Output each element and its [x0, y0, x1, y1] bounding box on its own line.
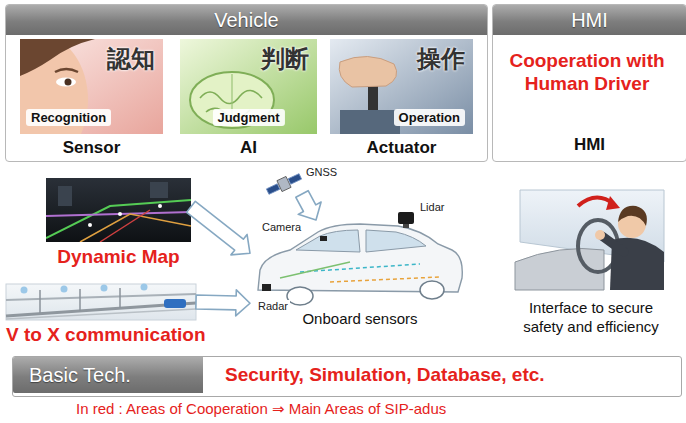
- hmi-illustration: Interface to secure safety and efficienc…: [500, 184, 682, 344]
- driver-picture: [515, 190, 664, 290]
- section-tab: Basic Tech.: [13, 357, 203, 393]
- component-name: HMI: [493, 135, 686, 155]
- map-picture: [46, 178, 191, 242]
- caption-text: Interface to secure safety and efficienc…: [508, 298, 674, 336]
- v2x-picture: [6, 284, 196, 321]
- kanji-label: 判断: [261, 43, 309, 75]
- part-label: Lidar: [418, 201, 446, 213]
- flow-arrow: [196, 290, 250, 316]
- area-label: V to X communication: [6, 324, 206, 346]
- panel-header: Vehicle: [6, 5, 487, 35]
- face-photo: [0, 36, 163, 164]
- brain-photo: [180, 39, 317, 134]
- recognition-tile: 認知 RecognitionSensor: [20, 39, 163, 159]
- kanji-label: 操作: [417, 43, 465, 75]
- part-label: Radar: [256, 300, 290, 312]
- vehicle-panel: Vehicle 認知 RecognitionSensor 判断 JudgmentAI 操作…: [5, 4, 488, 162]
- caption-text: Onboard sensors: [250, 310, 470, 327]
- footnote: In red : Areas of Cooperation ⇒ Main Are…: [76, 400, 446, 418]
- satellite-icon: GNSS: [262, 166, 342, 194]
- operation-tile: 操作 OperationActuator: [330, 39, 473, 159]
- basic-tech-bar: Basic Tech. Security, Simulation, Databas…: [12, 356, 682, 397]
- component-name: Actuator: [330, 138, 473, 158]
- component-name: Sensor: [20, 138, 163, 158]
- component-name: AI: [180, 138, 317, 158]
- kanji-label: 認知: [107, 43, 155, 75]
- vehicle-illustration: Onboard sensors: [250, 220, 470, 331]
- area-label: Dynamic Map: [46, 246, 191, 268]
- sensor-label: GNSS: [306, 166, 337, 178]
- hmi-panel: HMICooperation with Human DriverHMI: [492, 4, 686, 162]
- function-tag: Judgment: [212, 109, 284, 126]
- car-picture: [258, 212, 462, 305]
- cooperation-text: Cooperation with Human Driver: [505, 49, 669, 95]
- flow-arrow: [296, 191, 321, 220]
- panel-header: HMI: [493, 5, 686, 35]
- function-tag: Recognition: [26, 109, 111, 126]
- part-label: Camera: [260, 221, 303, 233]
- flow-arrow: [187, 201, 250, 255]
- area-label: Security, Simulation, Database, etc.: [225, 357, 545, 393]
- v2x-tile: V to X communication: [6, 284, 196, 320]
- satellite-picture: [265, 171, 303, 197]
- map-tile: Dynamic Map: [46, 178, 191, 242]
- judgment-tile: 判断 JudgmentAI: [180, 39, 317, 159]
- gear-photo: [330, 39, 473, 134]
- function-tag: Operation: [394, 109, 465, 126]
